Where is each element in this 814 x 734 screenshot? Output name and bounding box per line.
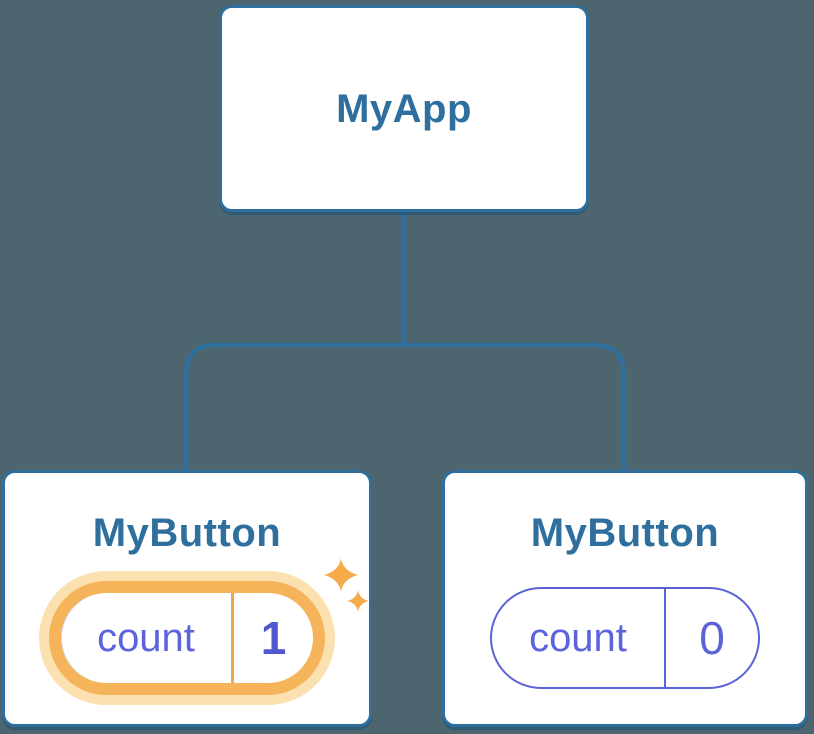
state-pill: count 1 (61, 593, 313, 683)
component-name-label: MyButton (92, 511, 282, 555)
component-name-label: MyButton (530, 511, 720, 555)
state-pill: count 0 (490, 587, 760, 689)
state-name-label: count (529, 615, 627, 660)
state-value: 0 (699, 612, 725, 664)
state-highlight-halo: count 1 (39, 571, 335, 705)
connector-branch-bracket (183, 342, 627, 472)
component-node-mybutton-left: MyButton count 1 (2, 470, 372, 727)
state-value: 1 (260, 612, 287, 664)
pill-divider (231, 593, 234, 683)
component-node-myapp: MyApp (219, 5, 589, 212)
state-highlight-ring: count 1 (49, 581, 325, 695)
pill-divider (664, 589, 666, 687)
component-name-label: MyApp (336, 86, 472, 131)
component-node-mybutton-right: MyButton count 0 (442, 470, 808, 727)
state-name-label: count (97, 615, 195, 660)
